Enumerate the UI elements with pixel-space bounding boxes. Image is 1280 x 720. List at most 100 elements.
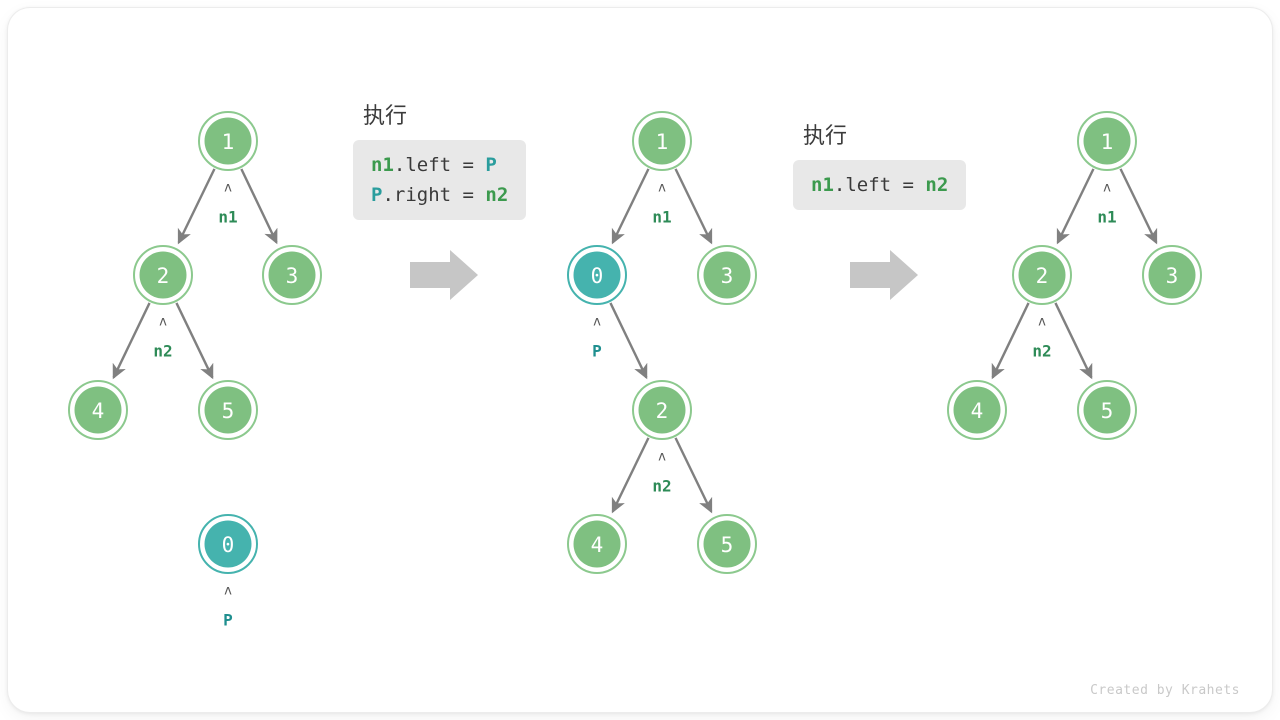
tree-node-5[interactable] xyxy=(1083,386,1131,434)
tree-node-3[interactable] xyxy=(703,251,751,299)
tree-node-5[interactable] xyxy=(204,386,252,434)
tree-node-0[interactable] xyxy=(573,251,621,299)
node-value-label: 3 xyxy=(721,264,734,288)
node-white-ring xyxy=(135,247,191,303)
node-white-ring xyxy=(569,247,625,303)
tree-edge xyxy=(611,168,650,245)
node-outer-ring xyxy=(632,111,692,171)
block-arrow-shape xyxy=(850,250,918,300)
node-white-ring xyxy=(200,113,256,169)
pointer-label-n2: n2 xyxy=(153,342,172,361)
pointer-label-P: P xyxy=(223,611,233,630)
tree-edge xyxy=(611,437,650,514)
node-white-ring xyxy=(569,516,625,572)
node-outer-ring xyxy=(1077,380,1137,440)
pointer-caret-icon: ʌ xyxy=(1038,315,1046,330)
tree-node-1[interactable] xyxy=(1083,117,1131,165)
pointer-caret-icon: ʌ xyxy=(224,584,232,599)
tree-node-3[interactable] xyxy=(268,251,316,299)
node-value-label: 2 xyxy=(157,264,170,288)
code-token: .left = xyxy=(393,154,486,176)
code-token: .left = xyxy=(833,174,926,196)
tree-node-2[interactable] xyxy=(1018,251,1066,299)
node-value-label: 2 xyxy=(1036,264,1049,288)
tree-edge xyxy=(674,437,713,514)
node-value-label: 5 xyxy=(721,533,734,557)
tree-node-0[interactable] xyxy=(204,520,252,568)
pointer-caret-icon: ʌ xyxy=(658,450,666,465)
pointer-caret-icon: ʌ xyxy=(224,181,232,196)
code-line: n1.left = n2 xyxy=(811,170,948,200)
node-value-label: 4 xyxy=(971,399,984,423)
tree-edge xyxy=(112,302,151,380)
tree-edge xyxy=(240,168,278,245)
code-line: P.right = n2 xyxy=(371,180,508,210)
tree-node-1[interactable] xyxy=(638,117,686,165)
tree-node-1[interactable] xyxy=(204,117,252,165)
transition-arrow-2 xyxy=(850,250,918,300)
node-value-label: 0 xyxy=(222,533,235,557)
node-white-ring xyxy=(634,382,690,438)
watermark-credit: Created by Krahets xyxy=(1090,683,1240,698)
node-outer-ring xyxy=(1142,245,1202,305)
node-value-label: 2 xyxy=(656,399,669,423)
tree-edge xyxy=(1056,168,1095,245)
node-outer-ring xyxy=(947,380,1007,440)
tree-edge xyxy=(177,168,216,245)
node-white-ring xyxy=(200,516,256,572)
tree-node-5[interactable] xyxy=(703,520,751,568)
node-value-label: 3 xyxy=(286,264,299,288)
node-outer-ring xyxy=(68,380,128,440)
node-outer-ring xyxy=(198,111,258,171)
node-value-label: 4 xyxy=(92,399,105,423)
node-value-label: 1 xyxy=(222,130,235,154)
pointer-label-n1: n1 xyxy=(1097,208,1116,227)
tree-edge xyxy=(1054,302,1093,380)
node-white-ring xyxy=(699,516,755,572)
code-token: P xyxy=(485,154,497,176)
node-white-ring xyxy=(264,247,320,303)
tree-node-4[interactable] xyxy=(74,386,122,434)
pointer-caret-icon: ʌ xyxy=(159,315,167,330)
node-white-ring xyxy=(1079,113,1135,169)
pointer-label-n1: n1 xyxy=(218,208,237,227)
node-outer-ring xyxy=(133,245,193,305)
pointer-caret-icon: ʌ xyxy=(593,315,601,330)
node-white-ring xyxy=(1144,247,1200,303)
code-token: P xyxy=(371,184,383,206)
tree-edge xyxy=(674,168,713,245)
node-outer-ring xyxy=(1077,111,1137,171)
pointer-label-n2: n2 xyxy=(652,477,671,496)
node-white-ring xyxy=(634,113,690,169)
node-outer-ring xyxy=(198,380,258,440)
node-white-ring xyxy=(1014,247,1070,303)
code-token: n2 xyxy=(485,184,509,206)
node-value-label: 0 xyxy=(591,264,604,288)
step-heading: 执行 xyxy=(363,103,408,128)
transition-arrow-1 xyxy=(410,250,478,300)
node-outer-ring xyxy=(262,245,322,305)
pointer-label-n2: n2 xyxy=(1032,342,1051,361)
tree-node-4[interactable] xyxy=(953,386,1001,434)
tree-node-4[interactable] xyxy=(573,520,621,568)
node-value-label: 3 xyxy=(1166,264,1179,288)
step-heading: 执行 xyxy=(803,123,848,148)
node-outer-ring xyxy=(567,245,627,305)
tree-node-3[interactable] xyxy=(1148,251,1196,299)
node-white-ring xyxy=(70,382,126,438)
node-outer-ring xyxy=(697,245,757,305)
node-outer-ring xyxy=(1012,245,1072,305)
node-white-ring xyxy=(1079,382,1135,438)
tree-node-2[interactable] xyxy=(139,251,187,299)
node-value-label: 5 xyxy=(222,399,235,423)
node-outer-ring xyxy=(567,514,627,574)
node-outer-ring xyxy=(632,380,692,440)
tree-node-2[interactable] xyxy=(638,386,686,434)
node-white-ring xyxy=(699,247,755,303)
